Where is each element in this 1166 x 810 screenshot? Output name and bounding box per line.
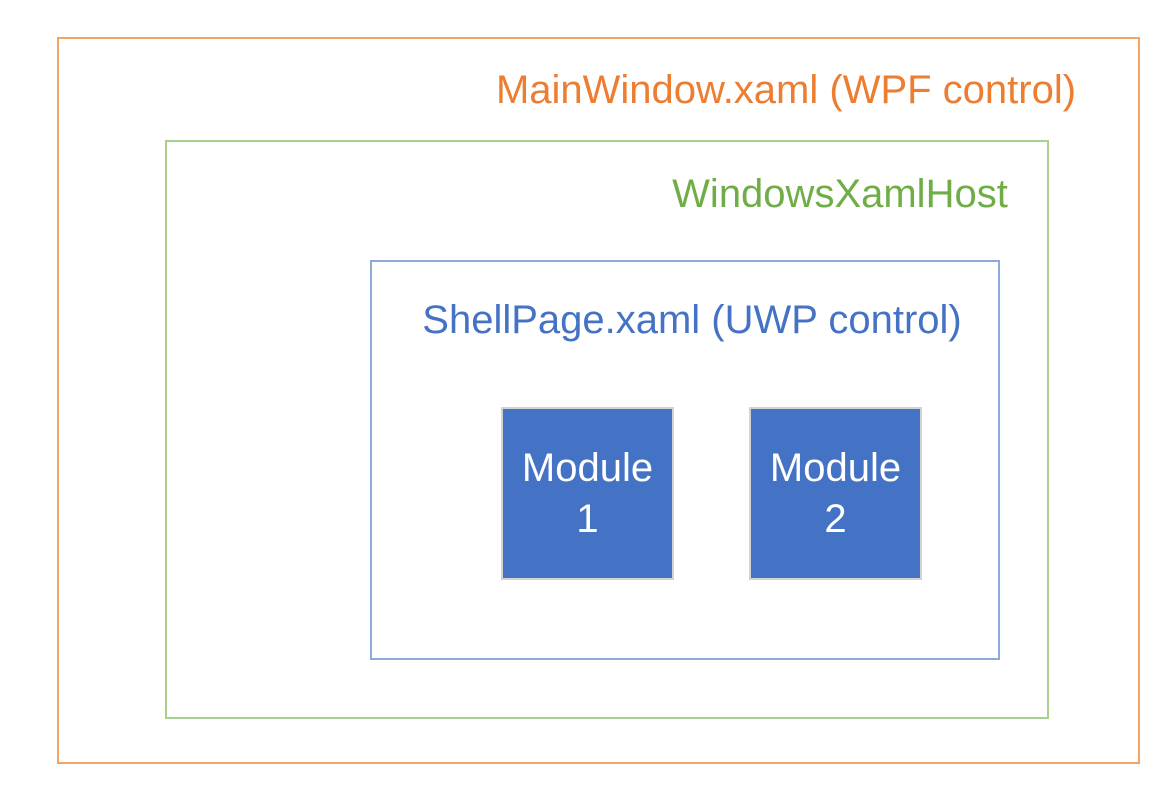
- module-1-label-line1: Module: [521, 445, 654, 490]
- module-2-label-line1: Module: [769, 445, 902, 490]
- shellpage-uwp-label: ShellPage.xaml (UWP control): [422, 298, 962, 342]
- mainwindow-wpf-label: MainWindow.xaml (WPF control): [495, 68, 1077, 112]
- module-2-label-line2: 2: [824, 496, 847, 541]
- windowsxamlhost-box: WindowsXamlHost ShellPage.xaml (UWP cont…: [165, 140, 1049, 719]
- module-1-label-line2: 1: [576, 496, 599, 541]
- mainwindow-wpf-box: MainWindow.xaml (WPF control) WindowsXam…: [57, 37, 1140, 764]
- windowsxamlhost-label: WindowsXamlHost: [672, 172, 1008, 216]
- shellpage-uwp-box: ShellPage.xaml (UWP control) Module 1 Mo…: [370, 260, 1000, 660]
- module-2-box: Module 2: [749, 407, 922, 580]
- module-1-box: Module 1: [501, 407, 674, 580]
